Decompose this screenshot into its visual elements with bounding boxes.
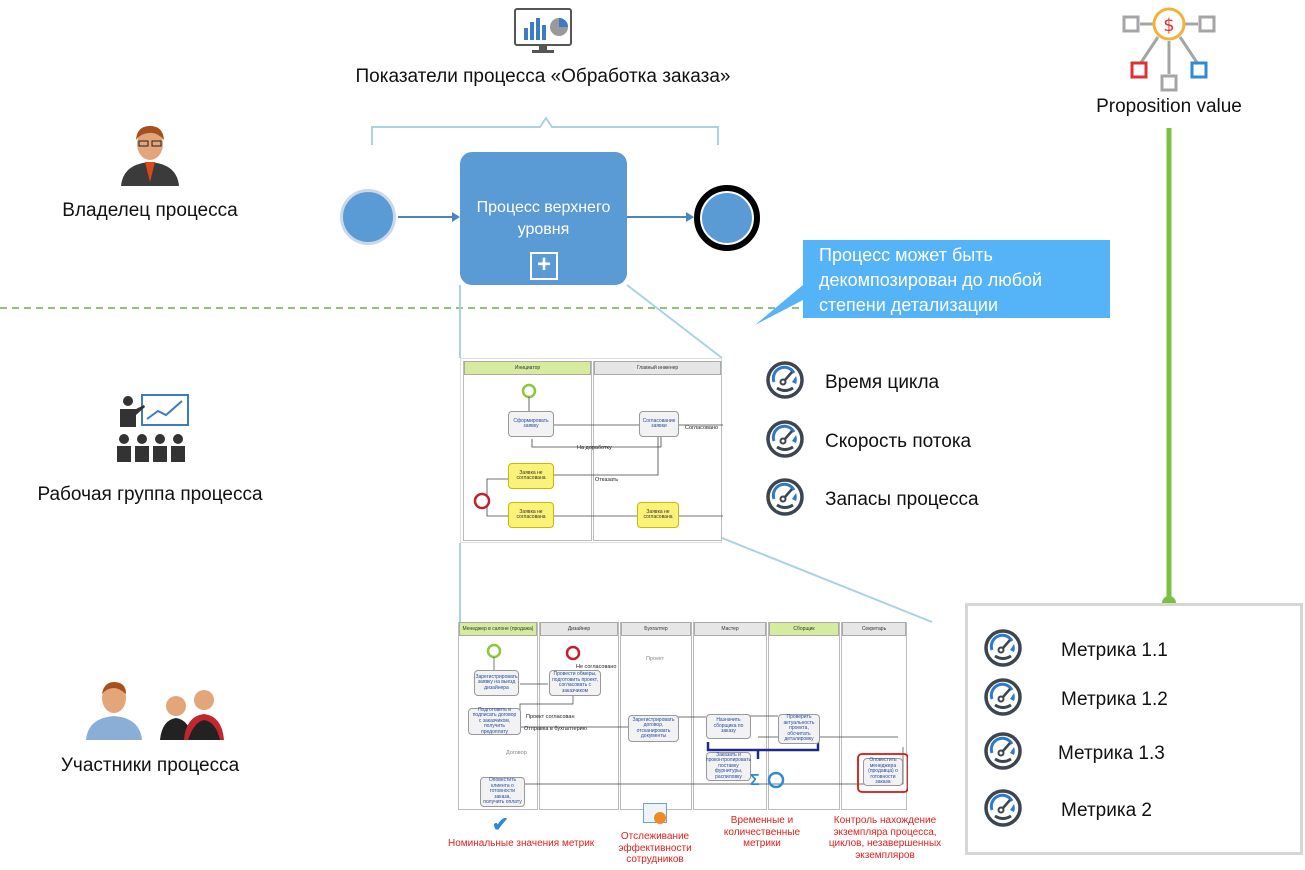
top-level-process[interactable]: Процесс верхнего уровня + bbox=[460, 152, 627, 285]
gauge-icon bbox=[765, 477, 805, 523]
metrics-panel: Метрика 1.1 Метрика 1.2 Метрика 1.3 Метр… bbox=[965, 603, 1303, 855]
sigma-icon: Σ bbox=[750, 772, 760, 789]
page-title: Показатели процесса «Обработка заказа» bbox=[355, 66, 731, 87]
task[interactable]: Назначить сборщика по заказу bbox=[706, 714, 751, 739]
metric-cycle-time: Время цикла bbox=[765, 360, 939, 406]
task[interactable]: Заявка не согласована bbox=[508, 502, 554, 528]
caption: Контроль нахождение экземпляра процесса,… bbox=[828, 815, 942, 861]
task[interactable]: Подготовить и подписать договор с заказч… bbox=[468, 707, 521, 735]
process-label: Процесс верхнего уровня bbox=[476, 199, 611, 238]
caption: Отслеживание эффективности сотрудников bbox=[618, 831, 692, 865]
metric-flow-rate: Скорость потока bbox=[765, 419, 971, 465]
workgroup-label: Рабочая группа процесса bbox=[37, 484, 263, 505]
subprocess-diagram-2[interactable]: Менеджер в салоне (продажа) Дизайнер Бух… bbox=[458, 622, 908, 810]
workgroup-icon bbox=[117, 394, 189, 462]
task[interactable]: Заявка не согласована bbox=[508, 463, 554, 489]
owner-label: Владелец процесса bbox=[62, 200, 238, 221]
gauge-icon bbox=[983, 788, 1023, 834]
task[interactable]: Зарегистрировать заявку на выезд дизайне… bbox=[474, 670, 519, 696]
callout: Процесс может быть декомпозирован до люб… bbox=[803, 240, 1110, 318]
task[interactable]: Оповестить менеджера (продавца) о готовн… bbox=[863, 758, 903, 786]
lane: Инициатор bbox=[463, 361, 592, 541]
panel-metric: Метрика 2 bbox=[983, 788, 1152, 834]
subprocess-diagram-1[interactable]: Инициатор Главный инженер Сформировать з… bbox=[460, 358, 723, 543]
gauge-icon bbox=[983, 677, 1023, 723]
panel-metric: Метрика 1.2 bbox=[983, 677, 1168, 723]
employee-dashboard-icon bbox=[643, 803, 667, 824]
task[interactable]: Зарегистрировать договор, отсканировать … bbox=[628, 715, 679, 742]
participants-label: Участники процесса bbox=[60, 755, 240, 776]
panel-metric: Метрика 1.3 bbox=[983, 731, 1165, 777]
proposition-value-label: Proposition value bbox=[1096, 96, 1242, 117]
caption: Номинальные значения метрик bbox=[448, 838, 595, 849]
metric-inventory: Запасы процесса bbox=[765, 477, 979, 523]
gauge-icon bbox=[765, 419, 805, 465]
task[interactable]: Заказать и проконтролировать поставку фу… bbox=[705, 751, 752, 781]
gauge-icon bbox=[983, 628, 1023, 674]
brace bbox=[371, 116, 719, 145]
process-owner-icon bbox=[121, 126, 179, 186]
task[interactable]: Сформировать заявку bbox=[508, 411, 554, 437]
task[interactable]: Оповестить клиента о готовности заказа, … bbox=[480, 777, 525, 807]
caption: Временные и количественные метрики bbox=[723, 815, 801, 849]
value-network-icon: $ bbox=[1122, 7, 1216, 92]
document: Проект bbox=[646, 656, 665, 662]
panel-metric: Метрика 1.1 bbox=[983, 628, 1168, 674]
task[interactable]: Проверить актуальность проекта, обсчитат… bbox=[778, 714, 820, 744]
gauge-icon bbox=[765, 360, 805, 406]
gauge-icon bbox=[983, 731, 1023, 777]
start-event[interactable] bbox=[340, 189, 396, 245]
task[interactable]: Заявка не согласована bbox=[637, 502, 679, 528]
monitor-chart-icon bbox=[514, 8, 572, 53]
checkmark-icon: ✔ bbox=[492, 814, 509, 836]
task[interactable]: Согласование заявки bbox=[639, 411, 679, 437]
task[interactable]: Провести обмеры, подготовить проект, сог… bbox=[549, 670, 601, 696]
document: Договор bbox=[506, 750, 527, 756]
svg-text:$: $ bbox=[1163, 15, 1174, 36]
highlight-box bbox=[857, 753, 908, 793]
lane: Главный инженер bbox=[593, 361, 722, 541]
participants-icon bbox=[86, 682, 224, 740]
plus-icon[interactable]: + bbox=[530, 252, 558, 280]
stopwatch-icon bbox=[767, 771, 785, 789]
callout-tail bbox=[755, 285, 803, 325]
end-event[interactable] bbox=[694, 185, 760, 251]
